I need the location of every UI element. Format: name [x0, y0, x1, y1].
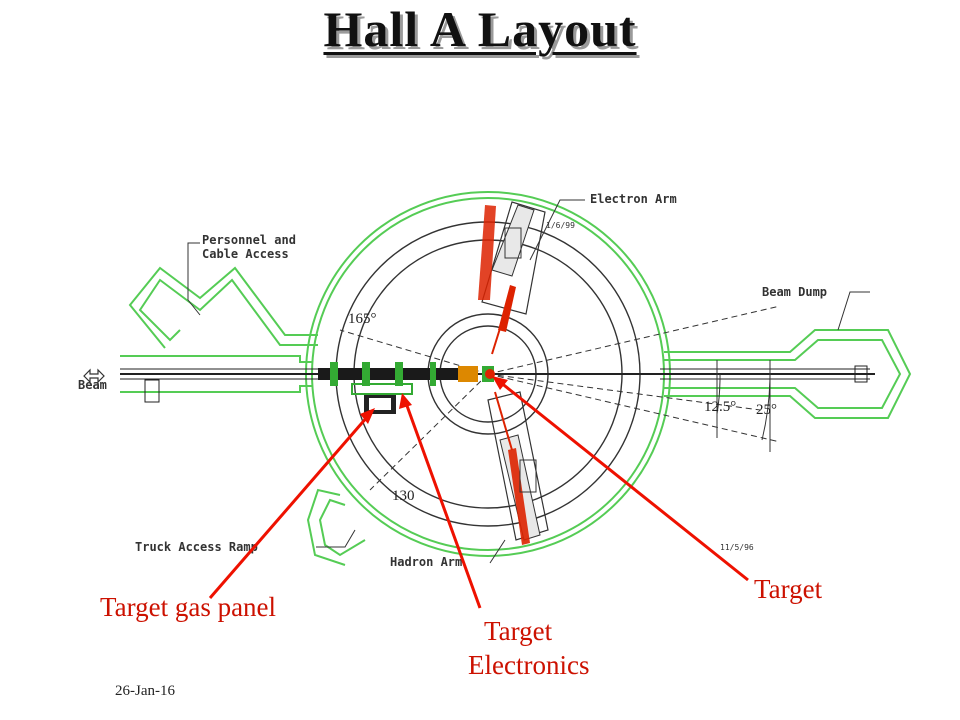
beam-line [120, 365, 875, 403]
label-stamp-bottom: 11/5/96 [720, 543, 754, 552]
label-personnel-access-2: Cable Access [202, 247, 289, 261]
beamline-equipment [318, 362, 495, 414]
page-title: Hall A Layout [323, 1, 637, 57]
label-angle-165: 165° [348, 311, 377, 327]
label-angle-25: 25° [756, 402, 777, 418]
angle-arcs [716, 360, 771, 452]
label-beam-dump: Beam Dump [762, 285, 827, 299]
label-angle-130: 130 [392, 488, 415, 504]
footer-date: 26-Jan-16 [115, 683, 175, 699]
label-leaders [187, 199, 870, 564]
callout-target-electronics-line2: Electronics [468, 650, 590, 680]
hadron-arm [487, 391, 549, 545]
callout-target-gas-panel: Target gas panel [100, 592, 277, 622]
label-stamp-top: 1/6/99 [546, 221, 575, 230]
beam-direction-icon [83, 368, 105, 384]
label-beam: Beam [78, 378, 107, 392]
label-electron-arm: Electron Arm [590, 192, 677, 206]
callout-arrows [208, 376, 749, 609]
label-hadron-arm: Hadron Arm [390, 555, 462, 569]
electron-arm [478, 201, 546, 355]
callout-target-electronics-line1: Target [484, 616, 553, 646]
callout-target: Target [754, 574, 823, 604]
label-personnel-access-1: Personnel and [202, 233, 296, 247]
label-truck-access-ramp: Truck Access Ramp [135, 540, 258, 554]
label-angle-12-5: 12.5° [704, 399, 736, 415]
